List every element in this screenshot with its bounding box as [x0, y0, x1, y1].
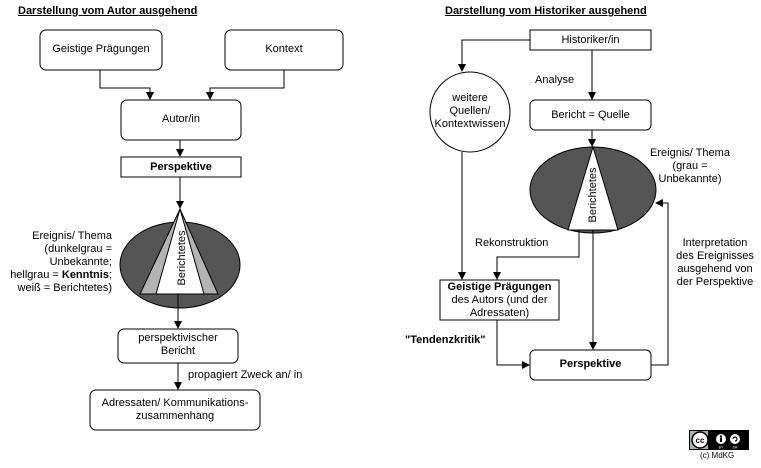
- bericht-quelle-label: Bericht = Quelle: [551, 109, 630, 121]
- arrow-geistige-to-autor: [99, 70, 154, 100]
- geistige-praegungen-label-right: Geistige Prägungen des Autors (und der A…: [447, 281, 552, 319]
- tendenzkritik-label: "Tendenzkritik": [405, 334, 486, 346]
- legend-line-3: Unbekannte;: [49, 256, 112, 268]
- legend-line-4: hellgrau = Kenntnis;: [10, 269, 112, 281]
- license-credit: (c) MdKG: [700, 451, 735, 460]
- autor-label: Autor/in: [162, 113, 200, 125]
- arrow-kontext-to-autor: [206, 70, 285, 100]
- arrow-triangle-to-geistige: [493, 230, 580, 280]
- legend-line-1: Ereignis/ Thema: [32, 230, 112, 242]
- quellen-circle: [429, 71, 511, 153]
- berichtetes-label-right: Berichtetes: [587, 167, 599, 223]
- bericht-quelle-box: [529, 99, 652, 131]
- perspektive-label-left: Perspektive: [150, 161, 212, 173]
- autor-box: [120, 99, 242, 141]
- berichtetes-triangle-left: [155, 207, 205, 295]
- ereignis-label-right: Ereignis/ Thema (grau = Unbekannte): [650, 147, 730, 185]
- arrow-perspektive-to-ereignis-loop: [651, 199, 669, 366]
- historiker-label: Historiker/in: [561, 34, 620, 46]
- geistige-praegungen-box-right: [439, 279, 560, 321]
- geistige-praegungen-label: Geistige Prägungen: [52, 43, 150, 55]
- adressaten-box: [89, 389, 261, 431]
- svg-text:BY: BY: [719, 446, 724, 450]
- geistige-praegungen-box: [39, 29, 163, 71]
- legend-line-5: weiß = Berichtetes): [17, 282, 112, 294]
- perspektive-label-right: Perspektive: [559, 358, 622, 370]
- cc-by-sa-icon: cc BY SA: [689, 430, 749, 450]
- arrow-historiker-to-quellen: [458, 39, 530, 72]
- arrow-geistige-to-perspektive: [496, 320, 530, 369]
- berichtetes-label-left: Berichtetes: [176, 230, 188, 286]
- kontext-label: Kontext: [265, 43, 303, 55]
- quellen-label: weitere Quellen/ Kontextwissen: [434, 92, 506, 130]
- adressaten-label: Adressaten/ Kommunikations- zusammenhang: [101, 397, 249, 422]
- propagiert-label: propagiert Zweck an/ in: [188, 369, 303, 381]
- rekonstruktion-label: Rekonstruktion: [475, 237, 549, 249]
- left-title: Darstellung vom Autor ausgehend: [18, 5, 198, 17]
- ereignis-legend-left: Ereignis/ Thema (dunkelgrau = Unbekannte…: [2, 230, 112, 295]
- perspektive-box-left: [120, 156, 242, 178]
- bericht-label-left: perspektivischer Bericht: [138, 332, 218, 357]
- right-title: Darstellung vom Historiker ausgehend: [445, 5, 647, 17]
- svg-text:SA: SA: [733, 446, 738, 450]
- svg-text:cc: cc: [696, 436, 705, 445]
- analyse-label: Analyse: [535, 74, 575, 86]
- interpretation-label: Interpretation des Ereignisses ausgehend…: [676, 237, 754, 288]
- legend-line-2: (dunkelgrau =: [44, 243, 112, 255]
